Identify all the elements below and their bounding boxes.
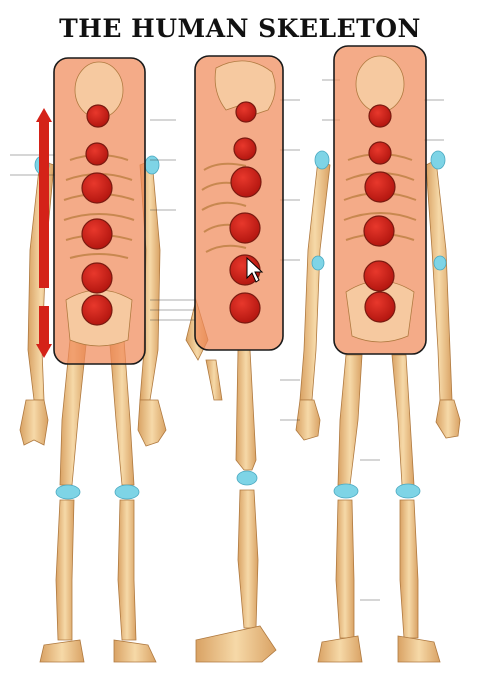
lateral-spine-panel xyxy=(194,55,284,351)
posterior-marker xyxy=(85,142,109,166)
lateral-marker xyxy=(233,137,257,161)
anterior-marker xyxy=(363,260,395,292)
anterior-spine-panel xyxy=(333,45,427,355)
anterior-marker xyxy=(363,215,395,247)
anterior-marker xyxy=(364,171,396,203)
posterior-marker xyxy=(81,294,113,326)
down-arrow-icon xyxy=(36,306,52,358)
anterior-skeleton xyxy=(295,159,461,663)
anterior-marker xyxy=(368,104,392,128)
up-arrow-icon xyxy=(36,108,52,288)
lateral-marker xyxy=(229,292,261,324)
anterior-marker xyxy=(364,291,396,323)
lateral-knee-cartilage xyxy=(236,470,258,486)
lateral-marker xyxy=(230,166,262,198)
posterior-marker xyxy=(81,262,113,294)
anterior-marker xyxy=(368,141,392,165)
posterior-marker xyxy=(81,172,113,204)
posterior-spine-panel xyxy=(53,57,146,365)
posterior-marker xyxy=(81,218,113,250)
anterior-joint-cartilage xyxy=(311,150,447,499)
mouse-cursor-icon xyxy=(246,256,264,283)
lateral-marker xyxy=(229,212,261,244)
lateral-marker xyxy=(235,101,257,123)
posterior-skeleton xyxy=(19,159,167,663)
lateral-skeleton xyxy=(185,298,277,663)
poster-title: THE HUMAN SKELETON xyxy=(59,14,421,43)
posterior-marker xyxy=(86,104,110,128)
posterior-knee-cartilage xyxy=(34,155,160,500)
